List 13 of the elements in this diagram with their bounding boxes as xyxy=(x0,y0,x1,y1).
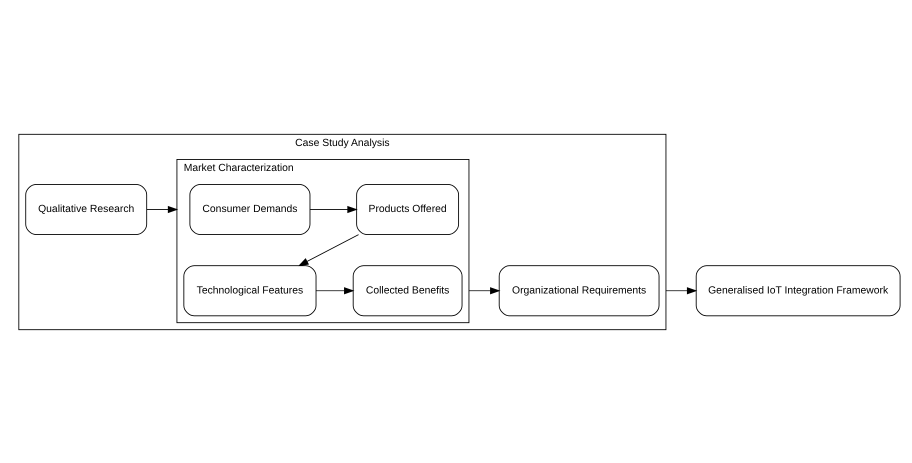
arrow xyxy=(298,234,359,266)
node-box: Products Offered xyxy=(356,184,460,235)
arrow xyxy=(146,205,178,213)
node-box: Collected Benefits xyxy=(352,264,462,316)
node-box: Organizational Requirements xyxy=(498,264,660,316)
node-box: Generalised IoT Integration Framework xyxy=(696,264,901,316)
node-box: Technological Features xyxy=(183,264,316,316)
arrow xyxy=(666,286,698,294)
arrow xyxy=(468,286,500,294)
arrow xyxy=(310,205,358,213)
node-box: Qualitative Research xyxy=(25,184,148,235)
arrow xyxy=(316,286,354,294)
node-box: Consumer Demands xyxy=(189,184,310,235)
